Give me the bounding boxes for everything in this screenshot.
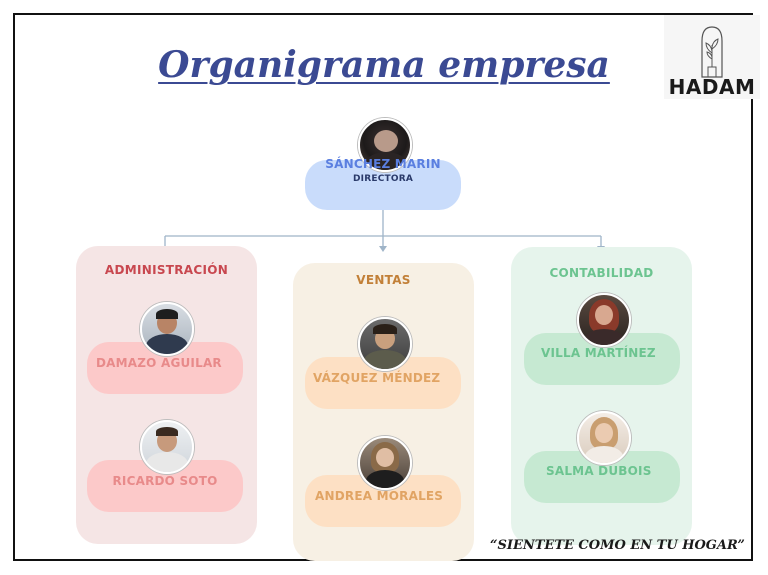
member-name: VÁZQUEZ MÉNDEZ — [313, 371, 441, 385]
member-avatar — [140, 420, 194, 474]
member-avatar — [140, 302, 194, 356]
dept-title: ADMINISTRACIÓN — [104, 263, 229, 277]
logo-text: HADAM — [668, 75, 756, 99]
director-name: SÁNCHEZ MARIN — [325, 157, 441, 171]
dept-title: VENTAS — [356, 273, 411, 287]
member-avatar — [577, 293, 631, 347]
member-avatar — [358, 317, 412, 371]
hadam-logo: HADAM — [664, 15, 760, 99]
dept-title: CONTABILIDAD — [549, 266, 654, 280]
page-title: Organigrama empresa — [158, 44, 610, 86]
member-name: ANDREA MORALES — [315, 489, 444, 503]
member-name: SALMA DUBOIS — [546, 464, 652, 478]
member-name: RICARDO SOTO — [112, 474, 218, 488]
member-name: DAMAZO AGUILAR — [96, 356, 222, 370]
member-avatar — [358, 436, 412, 490]
director-role: DIRECTORA — [353, 174, 413, 184]
plant-in-arch-icon — [701, 26, 723, 78]
director-avatar — [358, 118, 412, 172]
tagline: “SIENTETE COMO EN TU HOGAR” — [490, 538, 745, 553]
member-name: VILLA MARTÍNEZ — [541, 346, 656, 360]
member-avatar — [577, 411, 631, 465]
